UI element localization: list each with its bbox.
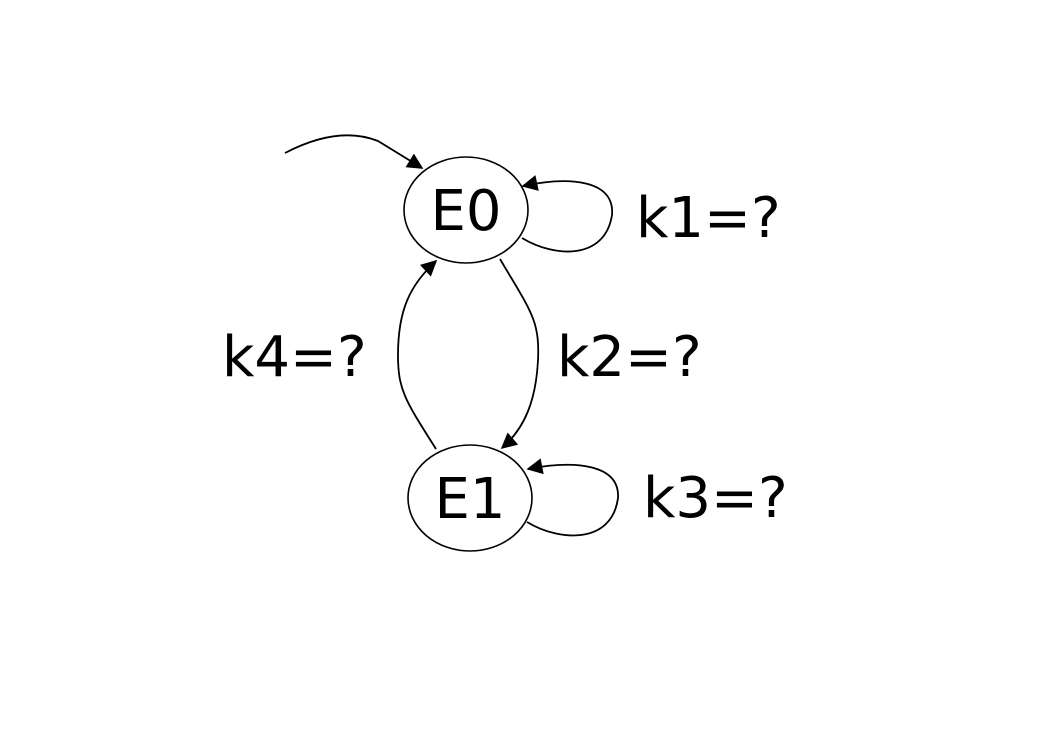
edge-e1-to-e0 [397, 259, 438, 450]
initial-arrow [284, 134, 424, 169]
edge-e0-self-loop [521, 175, 613, 253]
state-node-e0: E0 [403, 156, 529, 264]
state-label-e0: E0 [430, 179, 501, 244]
state-node-e1: E1 [407, 444, 533, 552]
state-label-e1: E1 [434, 467, 505, 532]
transition-label-k2: k2=? [557, 325, 702, 390]
transition-label-k4: k4=? [222, 325, 367, 390]
transition-label-k1: k1=? [636, 186, 781, 251]
transition-label-k3: k3=? [643, 466, 788, 531]
edge-e1-self-loop [526, 458, 619, 537]
edge-e0-to-e1 [499, 258, 540, 450]
